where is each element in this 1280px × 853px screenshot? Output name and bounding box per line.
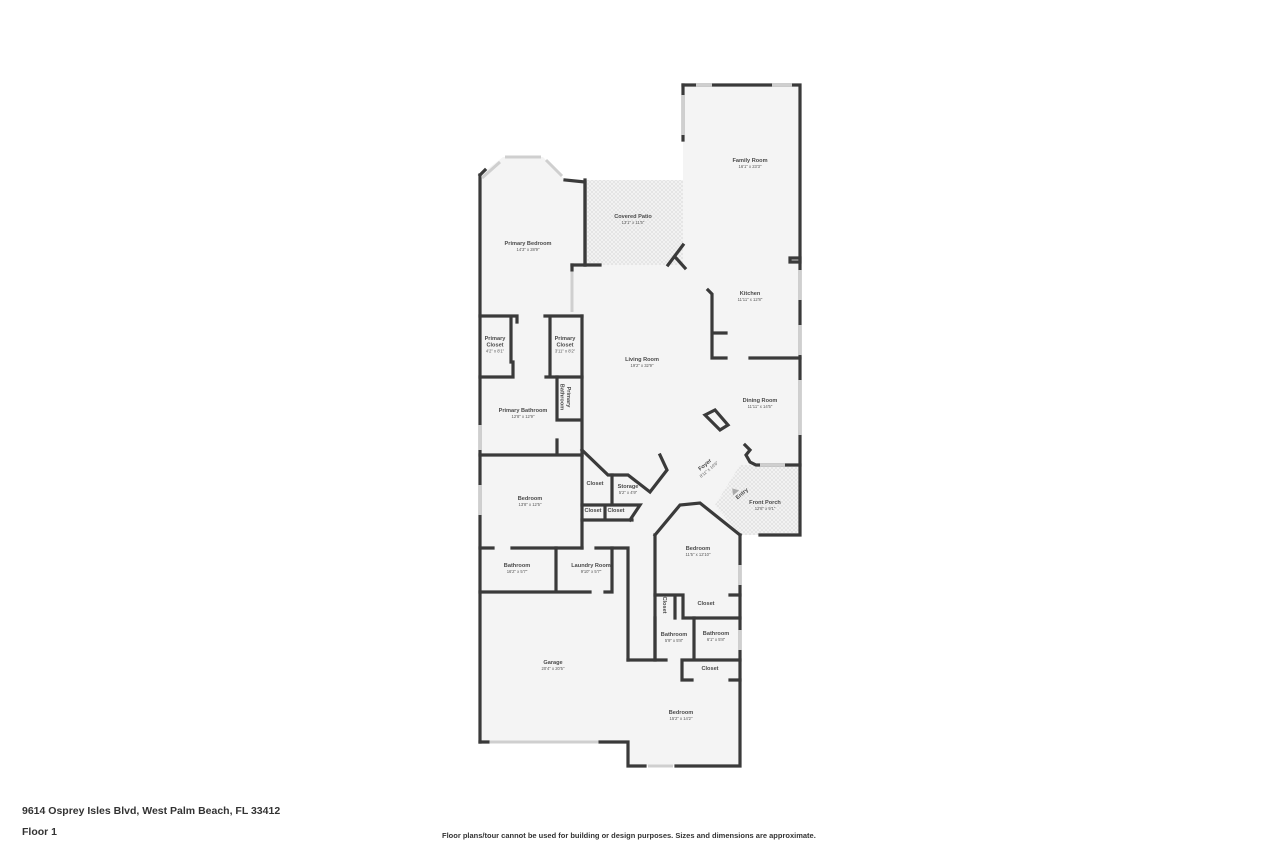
- room-dimensions: 11'5" x 12'10": [686, 552, 711, 557]
- room-name: Closet: [486, 343, 503, 349]
- room-dimensions: 16'1" x 23'3": [739, 164, 762, 169]
- room-name: Closet: [556, 343, 573, 349]
- room-dimensions: 5'2" x 4'9": [619, 490, 638, 495]
- room-name: Closet: [586, 481, 603, 487]
- room-name: Bathroom: [559, 384, 565, 410]
- room-dimensions: 13'1" x 11'5": [622, 220, 645, 225]
- room-label: Closet: [586, 481, 603, 487]
- room-name: Primary: [485, 336, 507, 342]
- room-name: Garage: [543, 660, 562, 666]
- room-name: Storage: [618, 484, 639, 490]
- front-porch-area: [715, 465, 800, 535]
- room-dimensions: 20'4" x 20'5": [542, 666, 565, 671]
- room-name: Primary Bathroom: [499, 408, 548, 414]
- room-name: Bedroom: [669, 710, 694, 716]
- room-name: Covered Patio: [614, 214, 652, 220]
- room-dimensions: 11'11" x 12'8": [738, 297, 763, 302]
- disclaimer: Floor plans/tour cannot be used for buil…: [442, 831, 816, 840]
- room-dimensions: 13'8" x 12'5": [519, 502, 542, 507]
- room-dimensions: 16'2" x 5'7": [507, 569, 528, 574]
- room-dimensions: 19'2" x 32'9": [631, 363, 654, 368]
- room-label: Closet: [584, 508, 601, 514]
- room-name: Dining Room: [743, 398, 778, 404]
- room-name: Laundry Room: [571, 563, 610, 569]
- room-name: Family Room: [732, 158, 767, 164]
- room-label: Closet: [697, 601, 714, 607]
- room-dimensions: 5'9" x 5'8": [665, 638, 684, 643]
- room-dimensions: 11'11" x 14'5": [748, 404, 773, 409]
- room-name: Bedroom: [686, 546, 711, 552]
- room-name: Bedroom: [518, 496, 543, 502]
- room-dimensions: 9'10" x 5'7": [581, 569, 602, 574]
- room-dimensions: 6'1" x 5'8": [707, 637, 726, 642]
- windows: [478, 83, 802, 768]
- property-address: 9614 Osprey Isles Blvd, West Palm Beach,…: [22, 805, 281, 817]
- room-name: Closet: [697, 601, 714, 607]
- covered-patio-area: [585, 180, 683, 265]
- floor-area: [480, 85, 800, 766]
- room-label: Closet: [661, 596, 667, 613]
- room-name: Bathroom: [504, 563, 530, 569]
- room-dimensions: 12'8" x 12'9": [512, 414, 535, 419]
- room-name: Front Porch: [749, 500, 781, 506]
- entry-arrow-icon: [732, 488, 740, 496]
- room-label: Closet: [607, 508, 624, 514]
- room-name: Closet: [701, 666, 718, 672]
- room-name: Primary: [555, 336, 577, 342]
- room-dimensions: 4'2" x 8'1": [486, 349, 505, 354]
- room-label: Closet: [701, 666, 718, 672]
- room-dimensions: 3'11" x 8'2": [555, 349, 576, 354]
- room-name: Kitchen: [740, 291, 761, 297]
- room-name: Bathroom: [703, 631, 729, 637]
- room-name: Primary Bedroom: [505, 241, 552, 247]
- room-name: Bathroom: [661, 632, 687, 638]
- room-dimensions: 14'3" x 28'9": [517, 247, 540, 252]
- floor-label: Floor 1: [22, 826, 58, 838]
- room-name: Primary: [565, 387, 571, 409]
- room-name: Closet: [661, 596, 667, 613]
- room-name: Living Room: [625, 357, 659, 363]
- room-name: Closet: [607, 508, 624, 514]
- room-dimensions: 12'8" x 9'1": [755, 506, 776, 511]
- room-name: Closet: [584, 508, 601, 514]
- room-dimensions: 15'2" x 14'2": [670, 716, 693, 721]
